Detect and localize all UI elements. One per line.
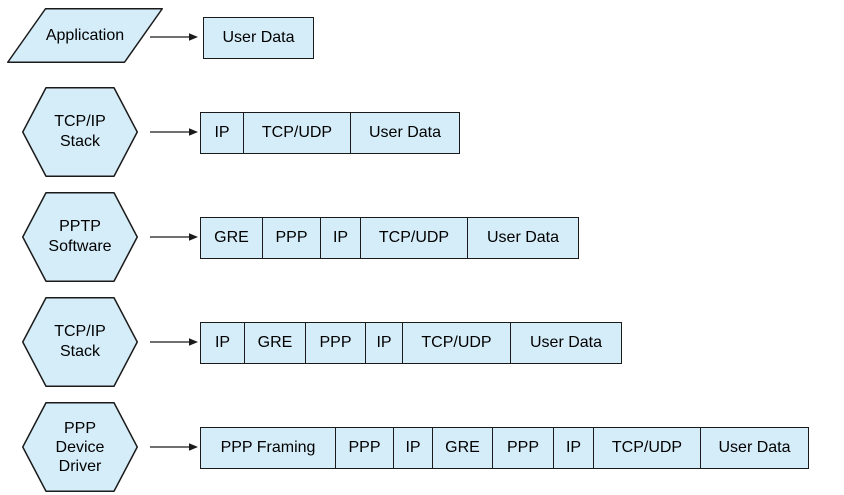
packet-cell: GRE	[433, 428, 493, 468]
packet-cell: GRE	[201, 218, 263, 258]
packet-cell: TCP/UDP	[361, 218, 468, 258]
packet-cell: PPP	[493, 428, 554, 468]
packet-cell: User Data	[529, 334, 603, 351]
hexagon-shape-outline	[22, 192, 138, 282]
packet-cell: User Data	[222, 29, 295, 46]
packet-cell: IP	[554, 428, 594, 468]
packet-cell: User Data	[368, 124, 442, 141]
packet-cell: PPP	[306, 323, 366, 363]
hexagon-shape-outline	[22, 297, 138, 387]
hexagon-shape-outline	[22, 87, 138, 177]
packet-cell: User Data	[486, 229, 560, 246]
tcpip-stack-hexagon-2: TCP/IP Stack	[22, 297, 138, 387]
packet-cell: TCP/UDP	[244, 113, 351, 153]
parallelogram-shape-outline	[7, 8, 163, 63]
packet-cell: IP	[394, 428, 433, 468]
packet-cell: TCP/UDP	[403, 323, 511, 363]
right-arrow-icon	[150, 33, 198, 41]
right-arrow-icon	[150, 128, 198, 136]
packet-cell: IP	[321, 218, 361, 258]
packet-cell: IP	[201, 113, 244, 153]
application-parallelogram: Application	[7, 8, 163, 63]
pptp-software-hexagon: PPTP Software	[22, 192, 138, 282]
packet-cell: IP	[366, 323, 403, 363]
right-arrow-icon	[150, 338, 198, 346]
packet-cell: TCP/UDP	[594, 428, 701, 468]
packet-cell: PPP	[263, 218, 321, 258]
hexagon-shape-outline	[22, 402, 138, 492]
packet-cell: User Data	[718, 439, 791, 456]
right-arrow-icon	[150, 233, 198, 241]
packet-cell: PPP	[336, 428, 394, 468]
packet-cell: GRE	[245, 323, 306, 363]
tcpip-stack-hexagon-1: TCP/IP Stack	[22, 87, 138, 177]
packet-row-application: User Data	[203, 17, 314, 59]
packet-cell: IP	[201, 323, 245, 363]
packet-cell: PPP Framing	[201, 428, 336, 468]
ppp-device-driver-hexagon: PPP Device Driver	[22, 402, 138, 492]
right-arrow-icon	[150, 443, 198, 451]
